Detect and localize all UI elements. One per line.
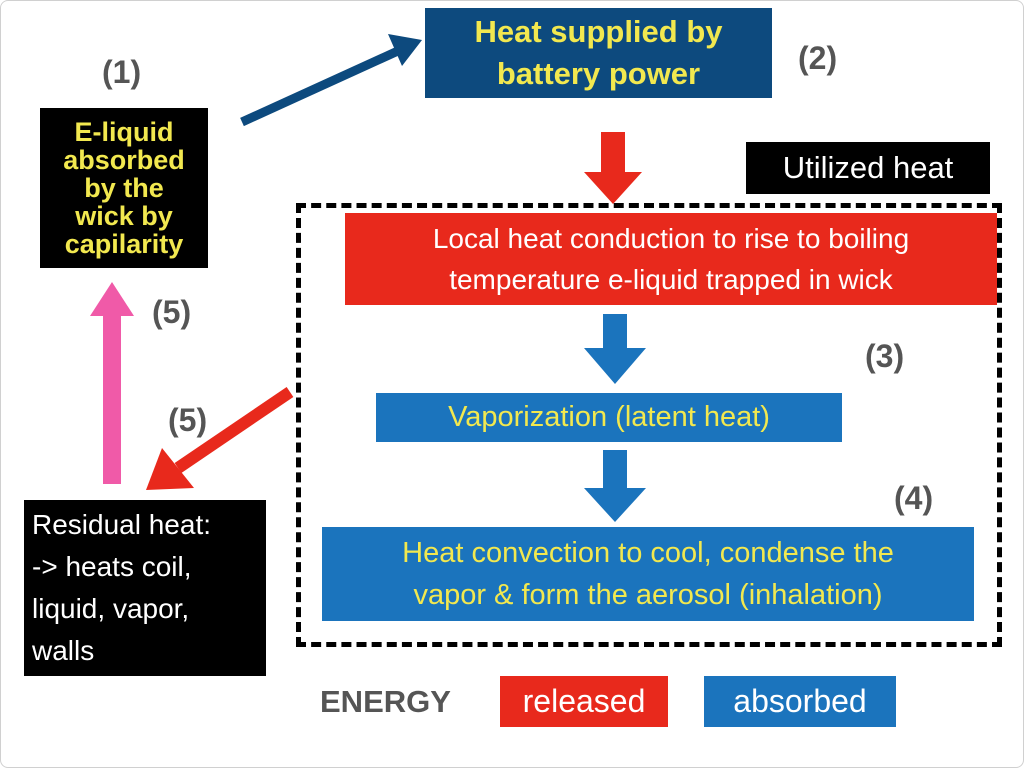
step-label-2: (2) xyxy=(798,40,838,76)
convection-line-2: vapor & form the aerosol (inhalation) xyxy=(413,579,883,611)
heat-supplied-line-1: Heat supplied by xyxy=(474,14,723,49)
e-liquid-line-3: by the xyxy=(84,173,164,203)
e-liquid-line-4: wick by xyxy=(75,201,173,231)
residual-line-3: liquid, vapor, xyxy=(32,593,190,624)
arrow-liquid-to-heat xyxy=(240,45,402,127)
arrow-residual-to-liquid-head xyxy=(90,282,134,316)
convection-box: Heat convection to cool, condense the va… xyxy=(322,527,974,621)
arrow-conduction-to-vap-head xyxy=(584,348,646,384)
vaporization-box: Vaporization (latent heat) xyxy=(376,393,842,442)
arrow-heat-to-conduction-head xyxy=(584,172,642,204)
legend-absorbed: absorbed xyxy=(704,676,896,727)
utilized-heat-region xyxy=(296,203,1002,647)
utilized-heat-label: Utilized heat xyxy=(746,142,990,194)
arrow-heat-to-conduction-shaft xyxy=(601,132,625,174)
residual-line-4: walls xyxy=(32,635,95,666)
heat-supplied-line-2: battery power xyxy=(496,56,701,91)
e-liquid-line-1: E-liquid xyxy=(74,117,174,147)
arrow-vap-to-conv-shaft xyxy=(603,450,627,490)
arrow-to-residual xyxy=(174,387,294,473)
e-liquid-line-5: capilarity xyxy=(64,229,184,259)
step-label-5-lower: (5) xyxy=(168,402,208,438)
arrow-liquid-to-heat-head xyxy=(388,34,422,66)
residual-line-2: -> heats coil, xyxy=(32,551,192,582)
legend-released: released xyxy=(500,676,668,727)
step-label-1: (1) xyxy=(102,54,142,90)
residual-heat-box: Residual heat: -> heats coil, liquid, va… xyxy=(24,500,266,676)
conduction-line-1: Local heat conduction to rise to boiling xyxy=(432,223,910,254)
arrow-residual-to-liquid-shaft xyxy=(103,312,121,484)
conduction-box: Local heat conduction to rise to boiling… xyxy=(345,213,997,305)
conduction-line-2: temperature e-liquid trapped in wick xyxy=(449,264,893,295)
arrow-vap-to-conv-head xyxy=(584,488,646,522)
residual-line-1: Residual heat: xyxy=(32,509,212,540)
step-label-3: (3) xyxy=(865,338,905,374)
arrow-conduction-to-vap-shaft xyxy=(603,314,627,350)
legend-title: ENERGY xyxy=(320,684,451,719)
convection-line-1: Heat convection to cool, condense the xyxy=(402,537,894,569)
e-liquid-box: E-liquid absorbed by the wick by capilar… xyxy=(40,108,208,268)
step-label-5-upper: (5) xyxy=(152,294,192,330)
heat-supplied-box: Heat supplied by battery power xyxy=(425,8,772,98)
e-liquid-line-2: absorbed xyxy=(63,145,185,175)
step-label-4: (4) xyxy=(894,480,934,516)
arrow-to-residual-head xyxy=(146,448,194,490)
